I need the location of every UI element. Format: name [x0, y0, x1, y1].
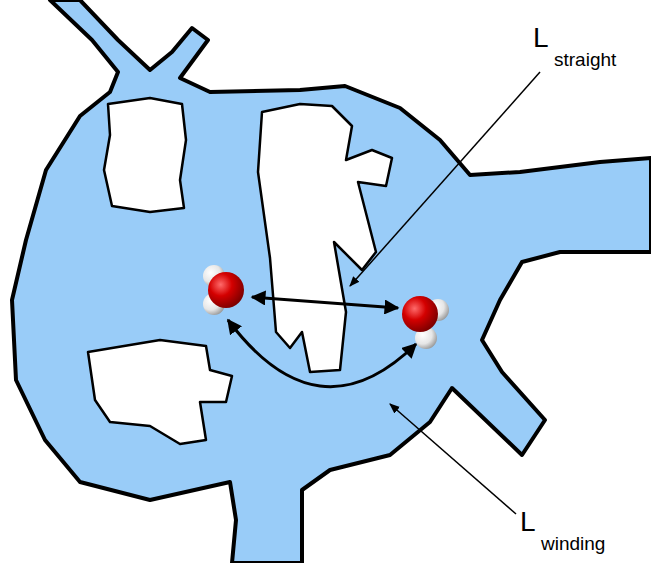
winding-path-arrow — [228, 320, 416, 387]
pore-space — [12, 0, 651, 563]
symbol-text: L — [533, 24, 549, 52]
leader-line — [350, 72, 540, 286]
straight-path-arrow — [252, 297, 398, 308]
leader-line — [390, 404, 516, 514]
subscript-text: straight — [554, 50, 616, 69]
solid-grain — [104, 98, 186, 212]
water-molecule — [203, 265, 244, 315]
subscript-text: winding — [541, 534, 605, 553]
water-molecule — [402, 296, 449, 349]
symbol-text: L — [520, 508, 536, 536]
solid-grain — [258, 104, 392, 372]
solid-grain — [88, 340, 232, 444]
